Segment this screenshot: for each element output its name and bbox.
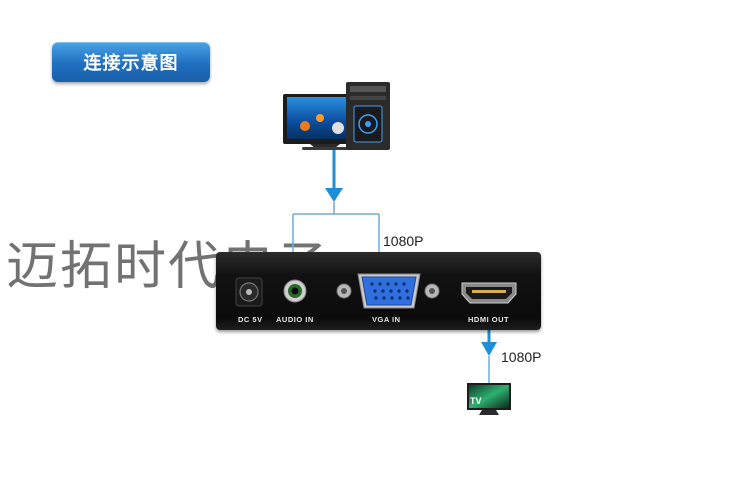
output-arrow-head bbox=[481, 342, 497, 356]
tv-icon bbox=[467, 383, 511, 415]
vga-port-icon bbox=[336, 273, 440, 309]
audio-jack-icon bbox=[283, 279, 307, 303]
dc-port-label: DC 5V bbox=[238, 315, 263, 324]
tv-badge: TV bbox=[470, 396, 482, 406]
signal-out-label: 1080P bbox=[501, 349, 542, 365]
dc-jack-icon bbox=[235, 277, 263, 307]
computer-icon bbox=[283, 82, 390, 150]
title-badge: 连接示意图 bbox=[52, 42, 210, 82]
hdmi-port-icon bbox=[461, 282, 517, 304]
vga-to-hdmi-converter: DC 5V AUDIO IN VGA IN HDMI OUT bbox=[216, 252, 541, 330]
input-arrow-head bbox=[325, 188, 343, 202]
hdmi-port-label: HDMI OUT bbox=[468, 315, 510, 324]
vga-port-label: VGA IN bbox=[372, 315, 401, 324]
signal-in-label: 1080P bbox=[383, 233, 424, 249]
page-title: 连接示意图 bbox=[83, 53, 179, 74]
audio-port-label: AUDIO IN bbox=[276, 315, 314, 324]
